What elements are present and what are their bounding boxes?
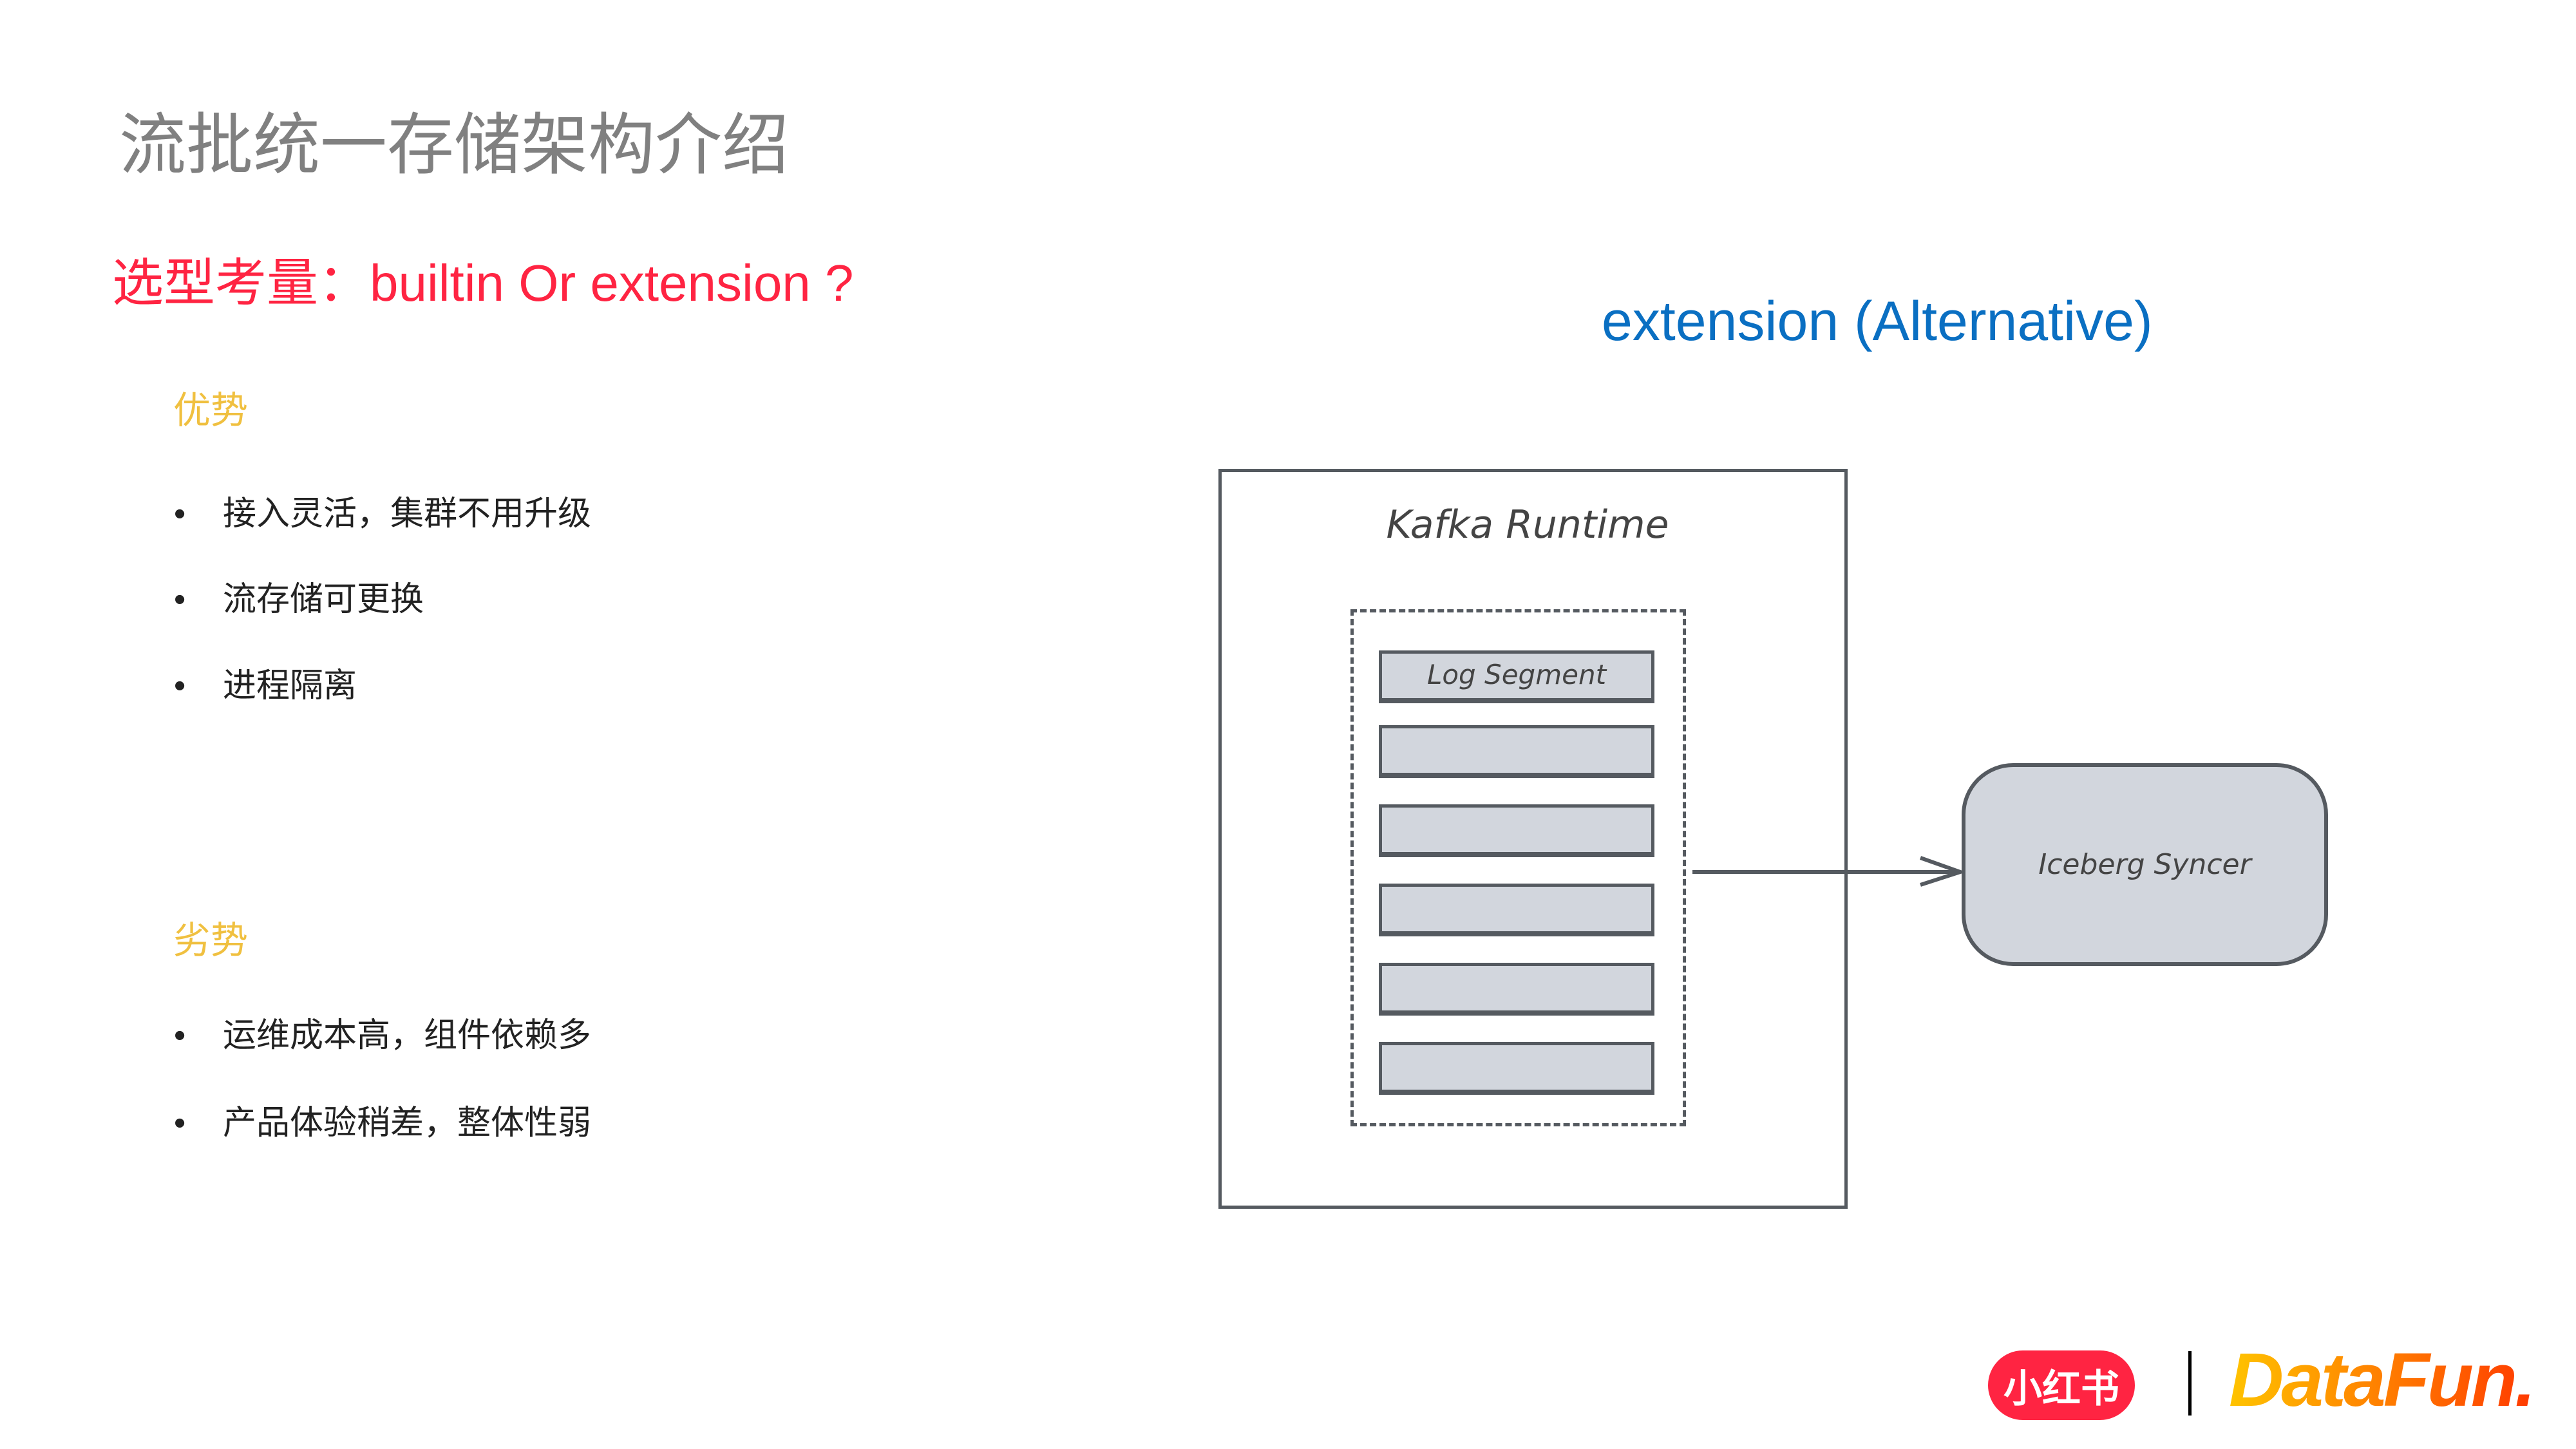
diagram-caption: extension (Alternative) bbox=[1602, 290, 2153, 352]
list-item-text: 产品体验稍差，整体性弱 bbox=[223, 1104, 592, 1142]
log-segment bbox=[1379, 1042, 1654, 1095]
kafka-runtime-box bbox=[1218, 469, 1848, 1209]
arrow-icon bbox=[1692, 856, 1967, 887]
list-item-text: 运维成本高，组件依赖多 bbox=[223, 1017, 592, 1054]
list-item-text: 接入灵活，集群不用升级 bbox=[223, 495, 592, 533]
log-segment: Log Segment bbox=[1379, 650, 1654, 703]
subtitle: 选型考量：builtin Or extension ? bbox=[112, 254, 854, 312]
advantages-heading: 优势 bbox=[173, 390, 249, 431]
logo-divider bbox=[2188, 1351, 2192, 1416]
bullet-icon: • bbox=[174, 495, 186, 533]
kafka-runtime-label: Kafka Runtime bbox=[1386, 502, 1669, 547]
xiaohongshu-logo: 小红书 bbox=[1988, 1350, 2135, 1420]
list-item: • 流存储可更换 bbox=[174, 572, 424, 620]
list-item: • 产品体验稍差，整体性弱 bbox=[174, 1095, 591, 1144]
log-segments-group bbox=[1350, 609, 1686, 1126]
log-segment bbox=[1379, 963, 1654, 1016]
log-segment bbox=[1379, 884, 1654, 936]
bullet-icon: • bbox=[174, 581, 186, 618]
datafun-logo: DataFun. bbox=[2229, 1338, 2536, 1423]
disadvantages-heading: 劣势 bbox=[173, 920, 249, 961]
list-item: • 进程隔离 bbox=[174, 658, 357, 706]
list-item-text: 流存储可更换 bbox=[223, 581, 424, 618]
iceberg-syncer-label: Iceberg Syncer bbox=[2038, 848, 2251, 881]
log-segment bbox=[1379, 804, 1654, 857]
bullet-icon: • bbox=[174, 1104, 186, 1142]
list-item: • 接入灵活，集群不用升级 bbox=[174, 486, 591, 535]
bullet-icon: • bbox=[174, 667, 186, 705]
list-item-text: 进程隔离 bbox=[223, 667, 357, 705]
page-title: 流批统一存储架构介绍 bbox=[119, 108, 790, 183]
log-segment-label: Log Segment bbox=[1426, 659, 1607, 690]
list-item: • 运维成本高，组件依赖多 bbox=[174, 1008, 591, 1056]
log-segment bbox=[1379, 725, 1654, 778]
bullet-icon: • bbox=[174, 1017, 186, 1054]
iceberg-syncer-box: Iceberg Syncer bbox=[1962, 763, 2328, 966]
